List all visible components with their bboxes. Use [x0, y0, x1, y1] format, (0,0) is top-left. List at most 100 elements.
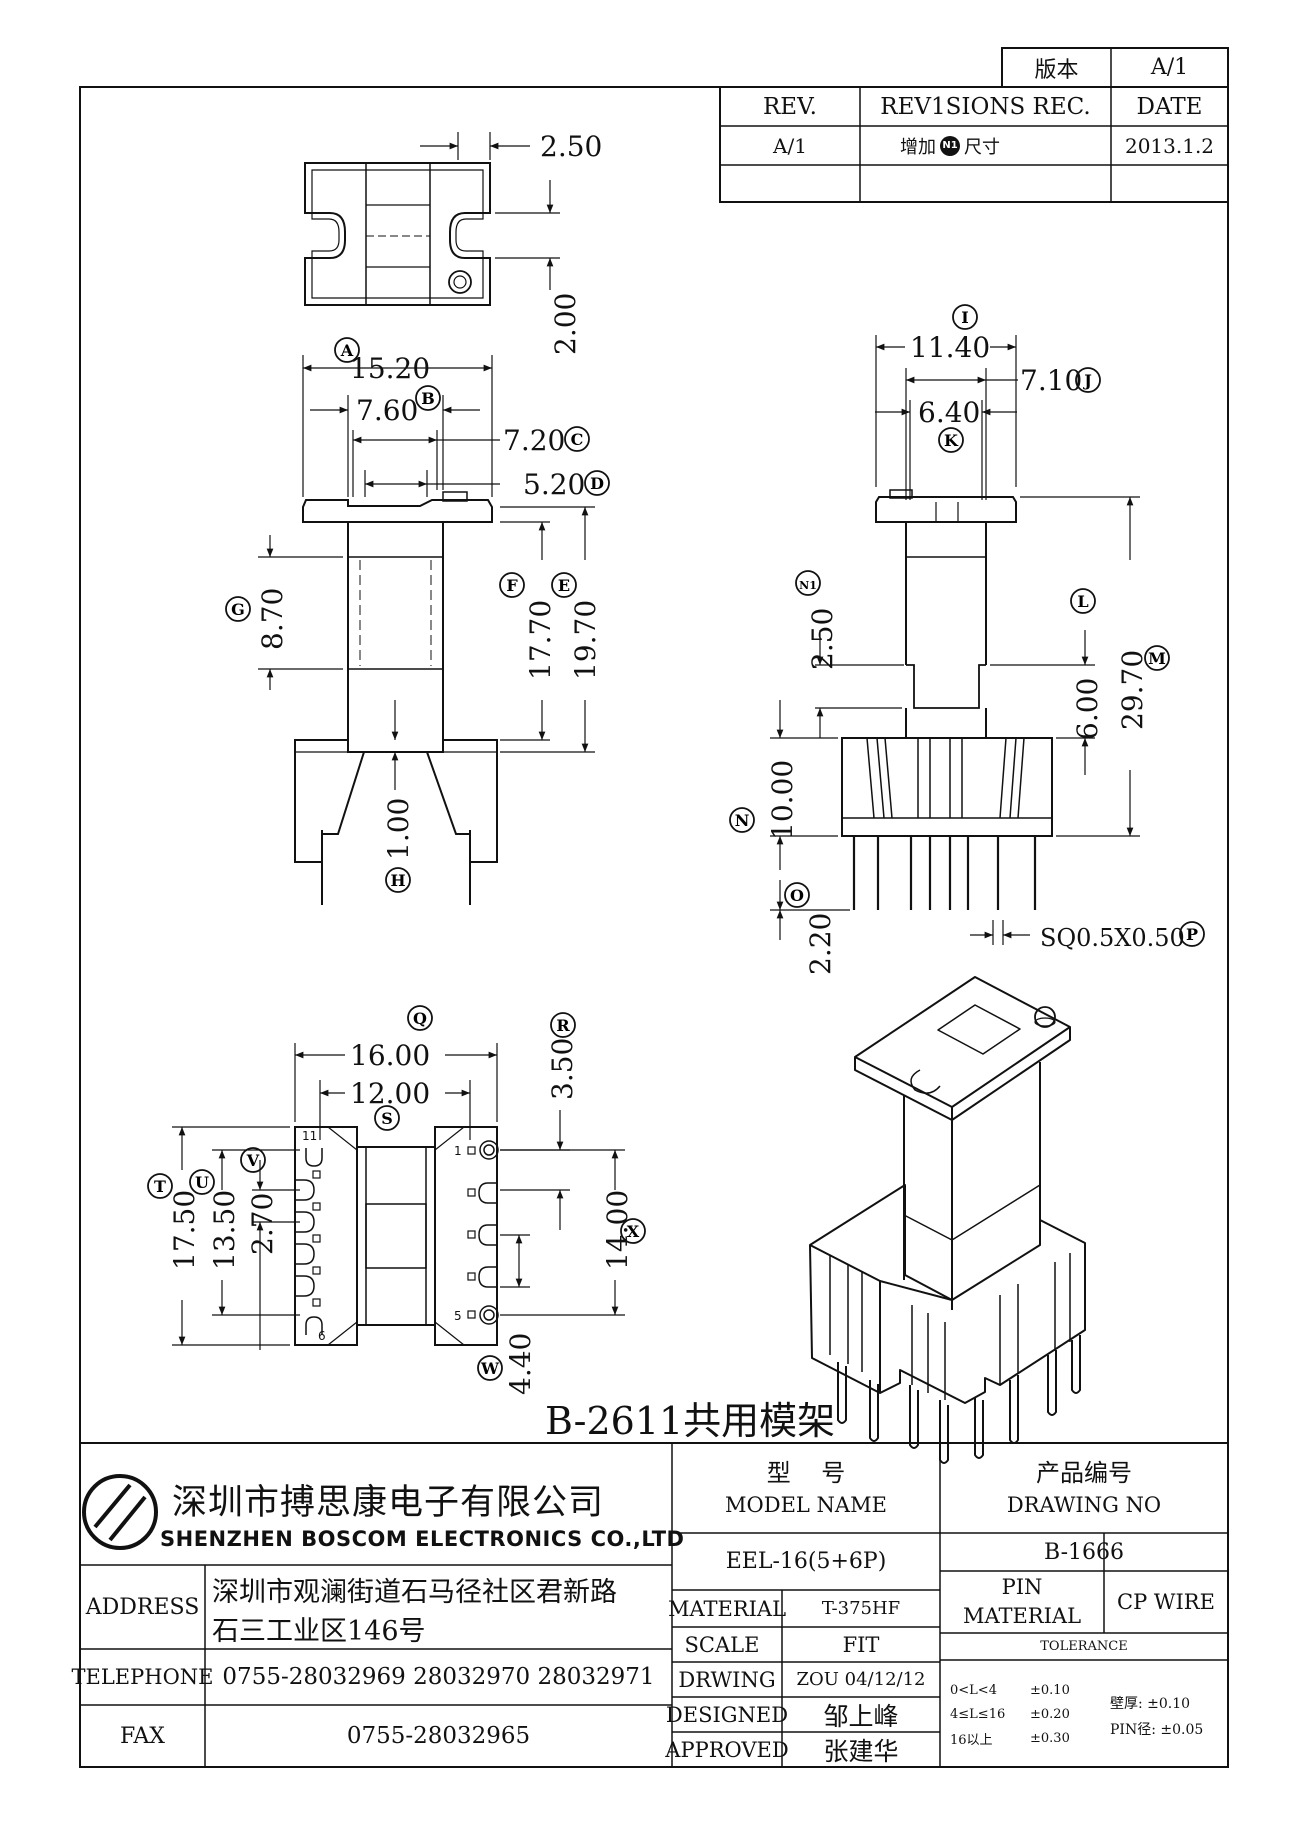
- pin-number-5: 5: [454, 1309, 462, 1323]
- version-value: A/1: [1150, 55, 1189, 80]
- dim-K: 6.40: [918, 396, 980, 429]
- approved-label: APPROVED: [665, 1737, 789, 1762]
- isometric-view: [809, 976, 1086, 1464]
- dim-E: 19.70: [569, 600, 602, 680]
- dim-O: 2.20: [804, 913, 837, 975]
- marker-w-label: W: [480, 1359, 500, 1378]
- dim-X: 14.00: [601, 1190, 634, 1270]
- sheet-frame: [79, 47, 1229, 1768]
- tolerance-label: TOLERANCE: [1040, 1639, 1128, 1654]
- marker-n1-label: N1: [799, 579, 817, 592]
- marker-u: U: [189, 1169, 215, 1195]
- drwing-value: ZOU 04/12/12: [796, 1669, 926, 1690]
- marker-l-label: L: [1077, 592, 1088, 611]
- marker-e: E: [551, 572, 577, 598]
- dim-S: 12.00: [350, 1077, 430, 1110]
- marker-t-label: T: [154, 1177, 166, 1196]
- telephone-value: 0755-28032969 28032970 28032971: [222, 1664, 655, 1690]
- approved-value: 张建华: [823, 1736, 899, 1766]
- tolerance-row: 0<L<4 ±0.10: [950, 1678, 1100, 1702]
- marker-j-label: J: [1082, 371, 1092, 390]
- marker-b: B: [415, 385, 441, 411]
- marker-a-label: A: [340, 341, 354, 360]
- marker-f-label: F: [506, 576, 518, 595]
- rev-rec-pre: 增加: [900, 136, 936, 158]
- tolerance-value: ±0.10: [1030, 1682, 1070, 1698]
- designed-value: 邹上峰: [823, 1701, 899, 1731]
- company-logo: [82, 1474, 158, 1550]
- marker-r-label: R: [556, 1016, 570, 1035]
- rev-row-rev: A/1: [773, 133, 807, 158]
- marker-n1: N1: [795, 570, 821, 596]
- pin-number-11: 11: [302, 1129, 317, 1143]
- tolerance-range: 16以上: [950, 1732, 993, 1748]
- rev-row-date: 2013.1.2: [1124, 133, 1215, 158]
- marker-x-label: X: [627, 1222, 640, 1241]
- marker-e-label: E: [558, 576, 570, 595]
- rev-rec-post: 尺寸: [964, 136, 1000, 158]
- marker-b-label: B: [421, 389, 435, 408]
- pin-material-value: CP WIRE: [1117, 1590, 1215, 1614]
- marker-u-label: U: [195, 1173, 209, 1192]
- marker-s-label: S: [381, 1109, 393, 1128]
- rev-row-rec: 增加 N1 尺寸: [860, 126, 1040, 165]
- marker-c: C: [564, 426, 590, 452]
- model-label-en: MODEL NAME: [725, 1493, 887, 1517]
- tolerance-pin: PIN径: ±0.05: [1110, 1722, 1204, 1738]
- drawing-no-value: B-1666: [1044, 1539, 1124, 1565]
- tolerance-value: ±0.30: [1030, 1730, 1070, 1746]
- tolerance-row: 16以上 ±0.30: [950, 1726, 1100, 1750]
- rev-rec-header: REV1SIONS REC.: [880, 93, 1091, 120]
- marker-i: I: [952, 304, 978, 330]
- dim-Q: 16.00: [350, 1039, 430, 1072]
- marker-h: H: [385, 867, 411, 893]
- address-line1: 深圳市观澜街道石马径社区君新路: [212, 1577, 617, 1608]
- dim-J: 7.10: [1020, 364, 1082, 397]
- marker-v-label: V: [246, 1151, 260, 1170]
- marker-x: X: [620, 1218, 646, 1244]
- model-value: EEL-16(5+6P): [725, 1549, 887, 1574]
- marker-k-label: K: [944, 431, 959, 450]
- dim-N1: 2.50: [806, 608, 839, 670]
- drawing-no-label-en: DRAWING NO: [1006, 1493, 1162, 1517]
- dim-U: 13.50: [208, 1190, 241, 1270]
- marker-s: S: [374, 1105, 400, 1131]
- telephone-label: TELEPHONE: [71, 1665, 214, 1689]
- marker-f: F: [499, 572, 525, 598]
- marker-k: K: [938, 427, 964, 453]
- drawing-no-label-cn: 产品编号: [1036, 1458, 1132, 1487]
- tolerance-range: 0<L<4: [950, 1682, 997, 1698]
- marker-r: R: [550, 1012, 576, 1038]
- dim-B: 7.60: [356, 394, 418, 427]
- dim-D: 5.20: [523, 468, 585, 501]
- address-line2: 石三工业区146号: [212, 1616, 426, 1647]
- marker-j: J: [1075, 367, 1101, 393]
- marker-n: N: [729, 807, 755, 833]
- drawing-caption: B-2611共用模架: [545, 1399, 836, 1443]
- address-label: ADDRESS: [85, 1594, 200, 1620]
- marker-c-label: C: [571, 430, 584, 449]
- tolerance-range: 4≤L≤16: [950, 1706, 1006, 1722]
- dim-L: 6.00: [1071, 678, 1104, 740]
- dim-M: 29.70: [1116, 650, 1149, 730]
- pin-material-label-1: PIN: [1001, 1575, 1043, 1599]
- marker-o-label: O: [790, 886, 804, 905]
- marker-p: P: [1179, 921, 1205, 947]
- tolerance-wall: 壁厚: ±0.10: [1110, 1696, 1191, 1712]
- marker-g: G: [225, 596, 251, 622]
- dim-C: 7.20: [503, 424, 565, 457]
- dim-top-250: 2.50: [540, 130, 602, 163]
- marker-i-label: I: [961, 308, 968, 327]
- material-value: T-375HF: [821, 1598, 901, 1619]
- tolerance-value: ±0.20: [1030, 1706, 1070, 1722]
- marker-n-label: N: [735, 811, 750, 830]
- bottom-view: [294, 1126, 499, 1346]
- marker-q: Q: [407, 1005, 433, 1031]
- tolerance-rows: 0<L<4 ±0.10 4≤L≤16 ±0.20 16以上 ±0.30: [950, 1678, 1100, 1750]
- dimension-labels: 2.50 2.00 15.20 7.60 7.20 5.20 19.70 17.…: [168, 130, 1185, 1395]
- dim-F: 17.70: [524, 600, 557, 680]
- marker-d-label: D: [590, 474, 604, 493]
